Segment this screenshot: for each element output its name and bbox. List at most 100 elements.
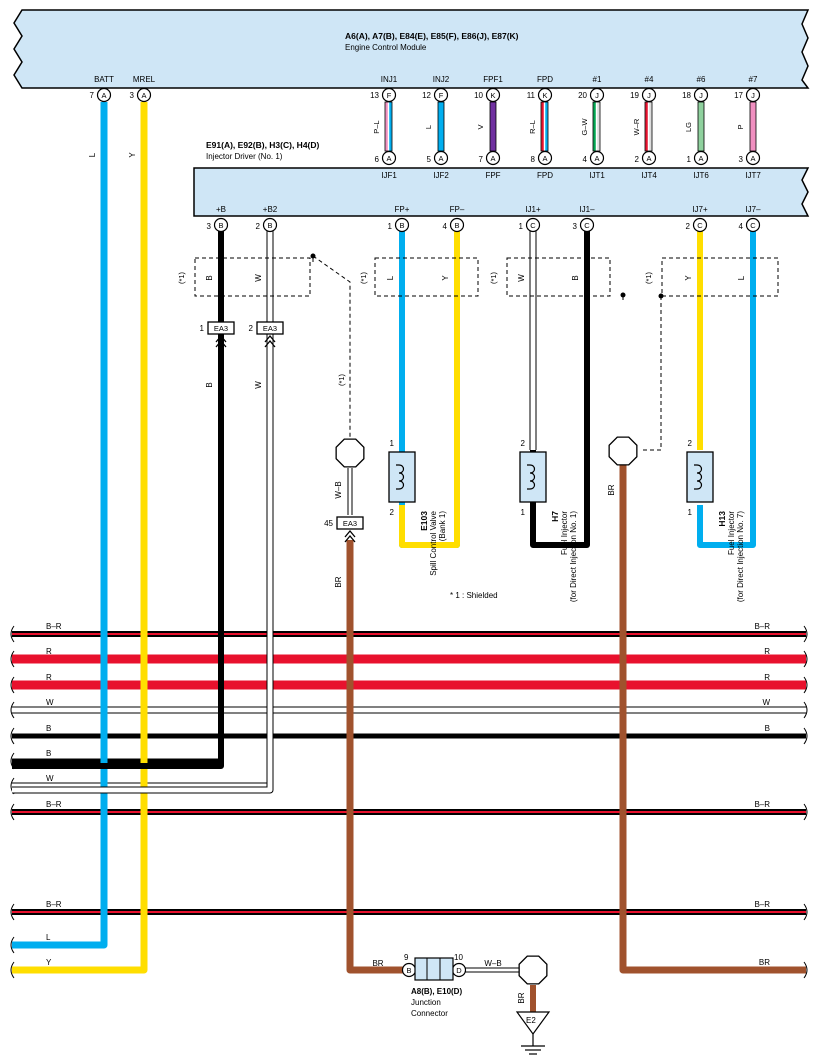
component-body-2 <box>686 451 714 503</box>
driver-pin-num-3: 4 <box>443 222 448 231</box>
ecm-pin-r5 <box>641 87 657 103</box>
driver-pin-3-letter: B <box>454 221 459 230</box>
link-wire-2 <box>489 101 497 152</box>
link-pin-4-letter: A <box>594 154 599 163</box>
wire-color-label-13: BR <box>334 576 343 587</box>
ea3-arrow-0 <box>215 334 227 348</box>
bus-label-left-8: B–R <box>46 900 62 909</box>
component-name-1: Fuel Injector <box>560 511 569 555</box>
component-body-1 <box>519 451 547 503</box>
ecm-pin-r6 <box>693 87 709 103</box>
driver-pin-num-4: 1 <box>519 222 524 231</box>
ecm-pin-r5-letter: J <box>647 91 651 100</box>
link-color-2: V <box>476 124 485 129</box>
ecm-pin-label-3: FPD <box>537 75 553 84</box>
link-num-1: 5 <box>427 155 432 164</box>
link-num-2: 7 <box>479 155 484 164</box>
bus-break-right-8 <box>803 903 808 921</box>
link-num-5: 2 <box>635 155 640 164</box>
ecm-pin-num-r0: 13 <box>370 91 379 100</box>
link-pin-3 <box>537 150 553 166</box>
driver-pin-label-2: FP+ <box>395 205 410 214</box>
wire-plus-b2 <box>12 230 273 793</box>
ecm-pin-num-r6: 18 <box>682 91 691 100</box>
ecm-pin-r1 <box>433 87 449 103</box>
wire-color-label-12: W–B <box>334 481 343 498</box>
ecm-pin-label-batt: BATT <box>94 75 114 84</box>
link-pin-3-letter: A <box>542 154 547 163</box>
ecm-pin-0 <box>96 87 112 103</box>
dot-drain-right <box>620 292 626 298</box>
bus-label-left-5: B <box>46 749 51 758</box>
shield-mark-0: (*1) <box>177 271 186 284</box>
link-label-6: IJT6 <box>693 171 709 180</box>
link-pin-0 <box>381 150 397 166</box>
component-pin-bottom-2: 1 <box>688 508 693 517</box>
ecm-pin-num-1: 3 <box>130 91 135 100</box>
driver-pin-3 <box>449 217 465 233</box>
bus-break-left-8 <box>10 903 15 921</box>
ecm-pin-r3 <box>537 87 553 103</box>
ecm-pin-r4 <box>589 87 605 103</box>
ground-hexagon <box>518 955 548 985</box>
component-sub-0: (Bank 1) <box>438 511 447 542</box>
driver-pin-label-1: +B2 <box>263 205 278 214</box>
ecm-pin-num-r5: 19 <box>630 91 639 100</box>
ecm-pin-label-mrel: MREL <box>133 75 156 84</box>
bus-break-left-2 <box>10 676 15 694</box>
component-pin-bottom-1: 1 <box>521 508 526 517</box>
bus-break-lower-0 <box>10 936 15 954</box>
link-num-6: 1 <box>687 155 692 164</box>
wire-color-label-14: BR <box>607 484 616 495</box>
bus-label-left-0: B–R <box>46 622 62 631</box>
ecm-codes: A6(A), A7(B), E84(E), E85(F), E86(J), E8… <box>345 31 519 41</box>
ecm-pin-label-4: #1 <box>593 75 602 84</box>
link-label-2: FPF <box>485 171 500 180</box>
ecm-pin-r2 <box>485 87 501 103</box>
shield-box-3 <box>661 257 779 297</box>
bus-label-left-6: W <box>46 774 54 783</box>
shield-mark-4: (*1) <box>337 373 346 386</box>
link-wire-1 <box>437 101 445 152</box>
wire-color-label-9: B <box>571 275 580 280</box>
driver-pin-label-0: +B <box>216 205 226 214</box>
link-label-1: IJF2 <box>433 171 449 180</box>
junction-pin-left: 9 <box>404 953 409 962</box>
bus-break-left-1 <box>10 650 15 668</box>
coil-icon-1 <box>527 464 536 490</box>
junction-pin-right-circle-letter: D <box>456 966 462 975</box>
component-name-2: Fuel Injector <box>727 511 736 555</box>
bus-label-right-0: B–R <box>754 622 770 631</box>
ea3-code-2: EA3 <box>343 519 357 528</box>
component-name-0: Spill Control Valve <box>429 510 438 575</box>
ecm-pin-num-r7: 17 <box>734 91 743 100</box>
bus-break-right-3 <box>803 701 808 719</box>
component-sub-1: (for Direct Injection No. 1) <box>569 511 578 602</box>
driver-box: E91(A), E92(B), H3(C), H4(D) Injector Dr… <box>193 140 810 217</box>
ground-br-label: BR <box>517 992 526 1003</box>
shield-ground-hexagon-left <box>335 438 365 468</box>
ground-symbol: E2 <box>515 1011 551 1055</box>
link-pin-2 <box>485 150 501 166</box>
ecm-pin-label-0: INJ1 <box>381 75 398 84</box>
driver-pin-label-7: IJ7– <box>745 205 761 214</box>
wire-br-ground <box>346 540 404 974</box>
driver-pin-4-letter: C <box>530 221 536 230</box>
ecm-pin-r0 <box>381 87 397 103</box>
driver-pin-2-letter: B <box>399 221 404 230</box>
ecm-name: Engine Control Module <box>345 43 427 52</box>
ea3-box-0 <box>207 321 235 335</box>
link-pin-5 <box>641 150 657 166</box>
junction-connector: A8(B), E10(D) Junction Connector 9 10 <box>404 953 463 1018</box>
component-code-2: H13 <box>717 511 727 527</box>
driver-pin-7-letter: C <box>750 221 756 230</box>
link-color-7: P <box>736 124 745 129</box>
driver-pin-num-7: 4 <box>739 222 744 231</box>
driver-pin-num-2: 1 <box>388 222 393 231</box>
driver-pin-num-0: 3 <box>207 222 212 231</box>
ecm-pin-r4-letter: J <box>595 91 599 100</box>
